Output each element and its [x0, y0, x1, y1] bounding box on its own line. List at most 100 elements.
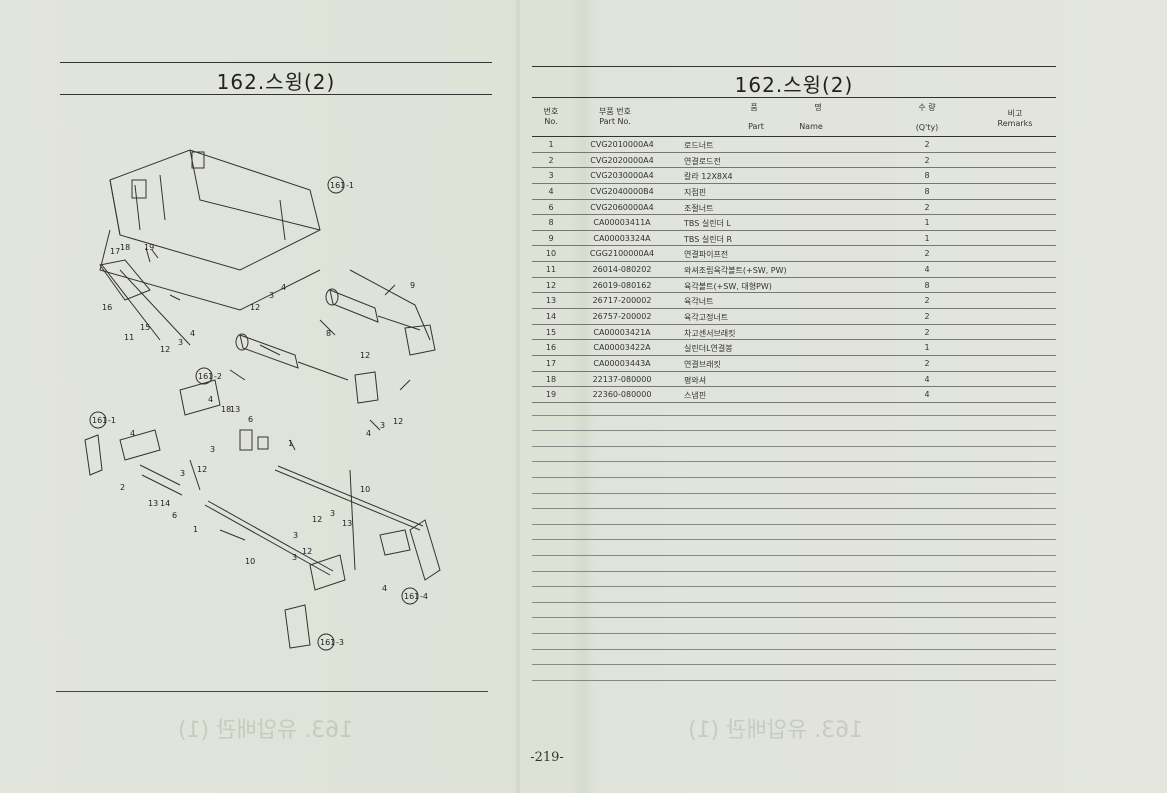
- row-part-no: CA00003443A: [593, 358, 651, 368]
- header-remarks-ko: 비고: [1007, 109, 1023, 118]
- row-part-no: 26019-080162: [592, 280, 652, 290]
- part-label: 13: [230, 405, 240, 414]
- row-name: 연결파이프전: [684, 250, 729, 260]
- row-name: TBS 실린더 L: [684, 219, 731, 229]
- row-no: 19: [545, 390, 557, 400]
- row-qty: 8: [924, 171, 930, 181]
- row-no: 17: [545, 358, 557, 368]
- part-label: 13: [342, 519, 352, 528]
- part-label: 3: [269, 291, 274, 300]
- part-label: 4: [281, 283, 286, 292]
- row-name: 로드너트: [684, 141, 714, 150]
- row-qty: 8: [924, 280, 930, 290]
- header-name-en-2: Name: [799, 122, 823, 131]
- part-label: 3: [380, 421, 385, 430]
- row-no: 18: [545, 374, 557, 384]
- part-label: 3: [330, 509, 335, 518]
- header-qty-ko: 수 량: [918, 103, 936, 112]
- row-part-no: CA00003324A: [593, 233, 651, 243]
- row-name: 스냅핀: [684, 391, 707, 401]
- row-no: 8: [548, 218, 554, 228]
- row-qty: 1: [924, 233, 930, 243]
- row-name: 실린더L연결봉: [684, 344, 733, 354]
- part-label: 9: [410, 281, 415, 290]
- part-label: 12: [360, 351, 370, 360]
- left-title-bottom-rule: [60, 94, 492, 95]
- row-part-no: 22137-080000: [592, 374, 652, 384]
- row-qty: 4: [924, 390, 930, 400]
- part-label: 3: [178, 338, 183, 347]
- row-no: 13: [545, 296, 557, 306]
- part-label: 10: [245, 557, 255, 566]
- part-label: 16: [102, 303, 112, 312]
- empty-row: [532, 462, 1056, 478]
- callout-161-1b: 161: [92, 416, 107, 425]
- empty-row: [532, 665, 1056, 681]
- header-name-en-1: Part: [748, 122, 764, 131]
- empty-row: [532, 416, 1056, 432]
- row-no: 10: [545, 249, 557, 259]
- row-name: 평와셔: [684, 375, 707, 385]
- row-no: 4: [548, 186, 554, 196]
- row-name: 육각고정너트: [684, 313, 729, 323]
- row-no: 15: [545, 327, 557, 337]
- empty-row: [532, 618, 1056, 634]
- left-footer-rule: [56, 691, 488, 692]
- table-row: 19 22360-080000 스냅핀 4: [532, 387, 1056, 403]
- row-no: 11: [545, 265, 557, 275]
- row-name: 육각너트: [684, 297, 714, 307]
- row-part-no: CVG2020000A4: [590, 155, 654, 165]
- part-label: 8: [326, 329, 331, 338]
- part-label: 4: [190, 329, 195, 338]
- empty-row: [532, 650, 1056, 666]
- header-no-ko: 번호: [543, 107, 559, 116]
- part-label: 18: [221, 405, 231, 414]
- part-label: 3: [293, 531, 298, 540]
- empty-row: [532, 603, 1056, 619]
- empty-row: [532, 525, 1056, 541]
- row-qty: 2: [924, 327, 930, 337]
- row-name: 지점핀: [684, 187, 707, 197]
- part-label: 3: [292, 553, 297, 562]
- part-label: 14: [160, 499, 170, 508]
- empty-row: [532, 556, 1056, 572]
- row-no: 16: [545, 343, 557, 353]
- row-part-no: 22360-080000: [592, 390, 652, 400]
- empty-row: [532, 478, 1056, 494]
- header-remarks-en: Remarks: [997, 119, 1033, 128]
- row-qty: 2: [924, 358, 930, 368]
- empty-row: [532, 431, 1056, 447]
- right-page-title: 162.스윙(2): [734, 73, 854, 97]
- part-label: 17: [110, 247, 120, 256]
- part-label: 10: [360, 485, 370, 494]
- part-label: 6: [248, 415, 253, 424]
- row-part-no: CA00003422A: [593, 343, 651, 353]
- row-no: 2: [548, 155, 554, 165]
- callout-161-4: 161: [404, 592, 419, 601]
- row-part-no: CVG2010000A4: [590, 140, 654, 149]
- empty-table-rows: [532, 400, 1056, 681]
- left-title-top-rule: [60, 62, 492, 63]
- row-qty: 2: [924, 202, 930, 212]
- row-qty: 2: [924, 296, 930, 306]
- row-part-no: 26717-200002: [592, 296, 652, 306]
- header-qty-en: (Q'ty): [915, 123, 939, 132]
- header-no-en: No.: [544, 117, 558, 126]
- part-label: 12: [312, 515, 322, 524]
- callout-161-1a-suffix: -1: [346, 181, 354, 190]
- empty-row: [532, 587, 1056, 603]
- part-label: 2: [120, 483, 125, 492]
- callout-161-2: 161: [198, 372, 213, 381]
- callout-161-3-suffix: -3: [336, 638, 344, 647]
- table-row: 13 26717-200002 육각너트 2: [532, 293, 1056, 310]
- empty-row: [532, 634, 1056, 650]
- part-label: 3: [210, 445, 215, 454]
- part-label: 6: [172, 511, 177, 520]
